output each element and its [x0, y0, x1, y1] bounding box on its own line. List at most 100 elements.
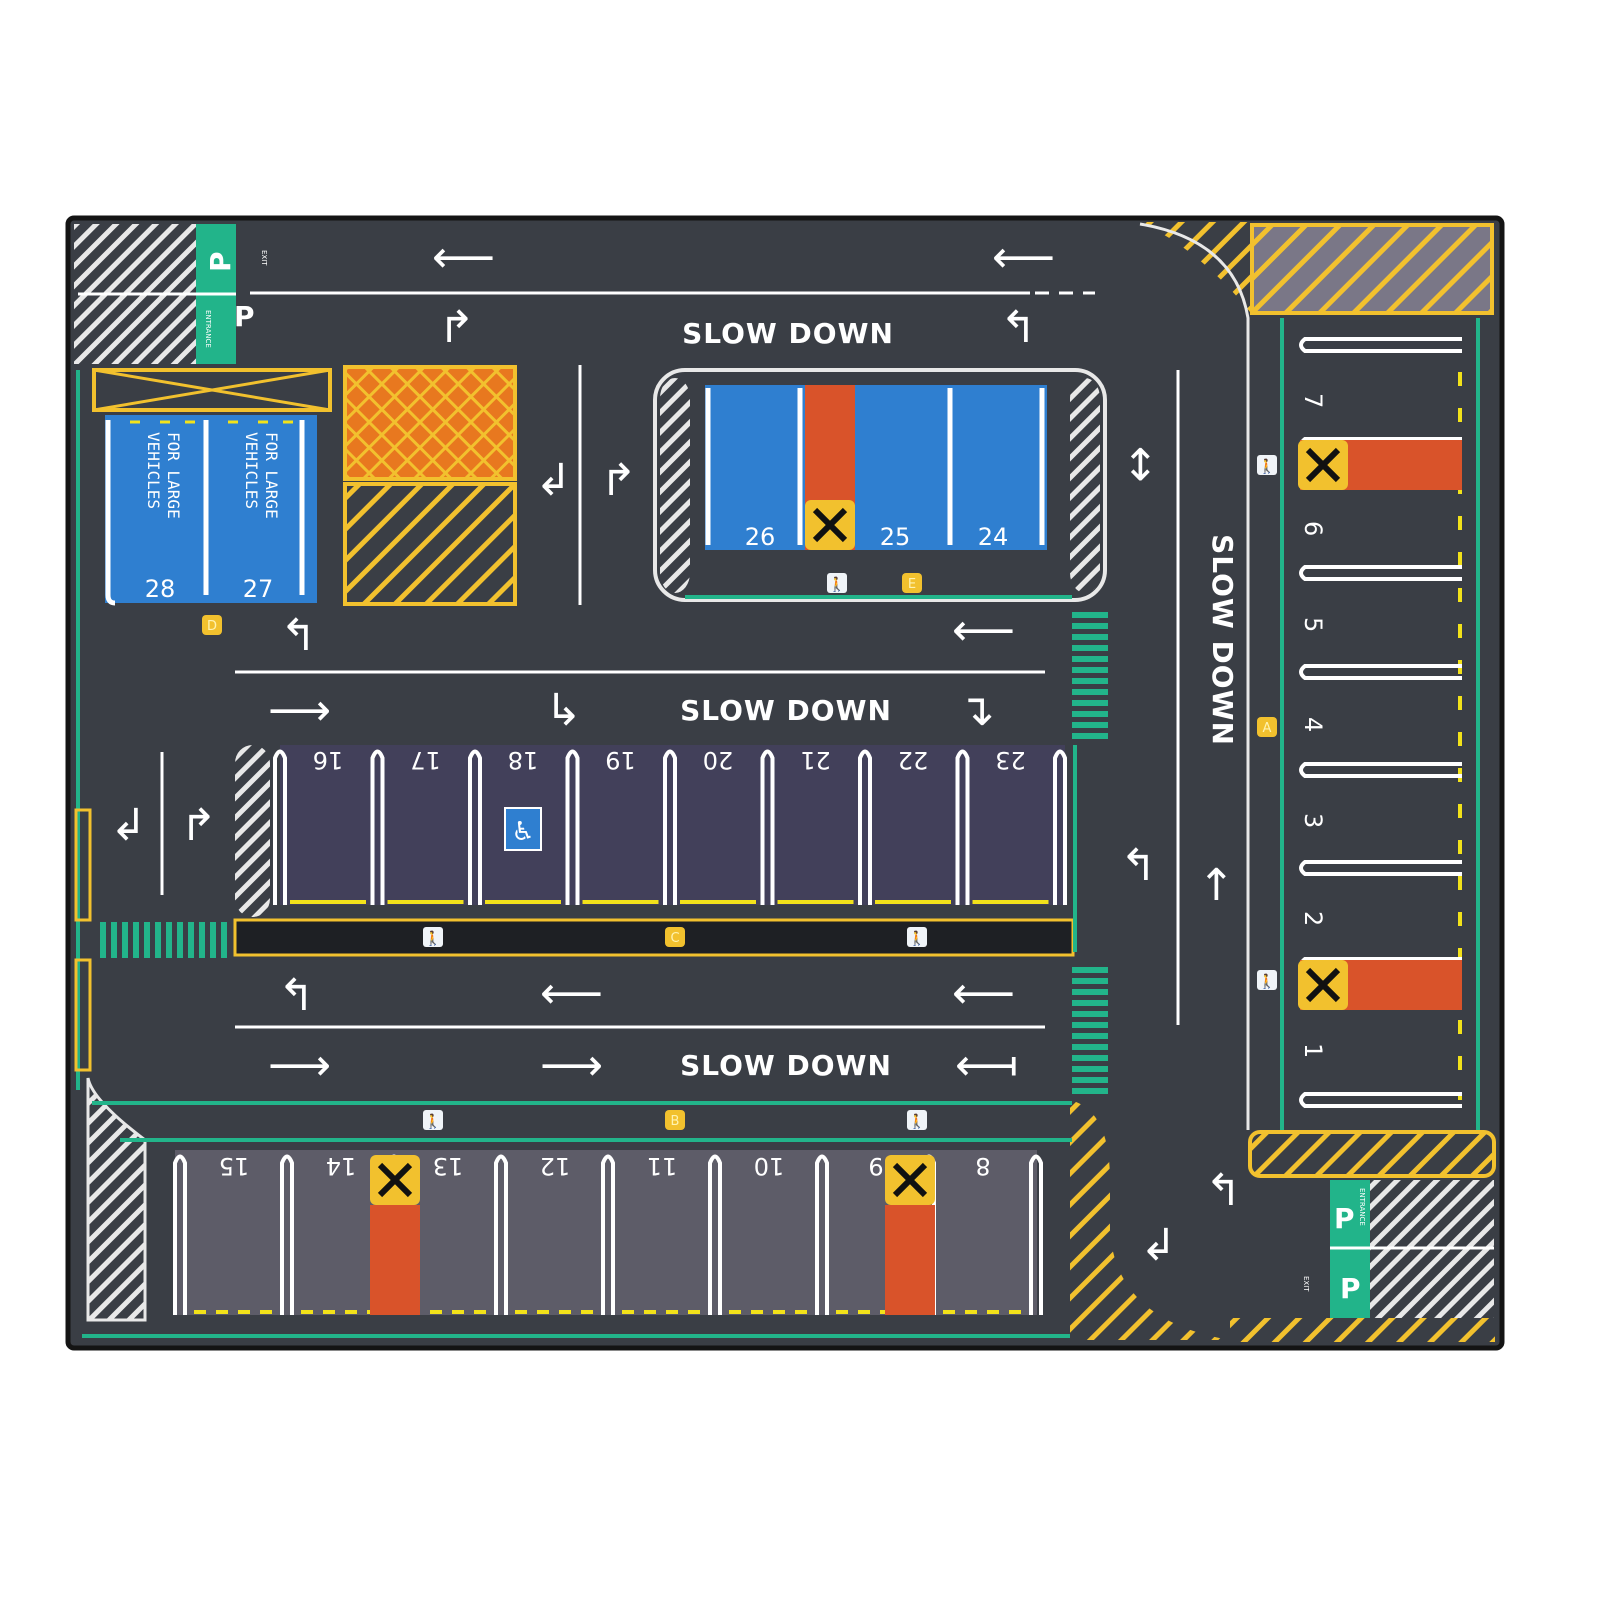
large-vehicle-label: FOR LARGE VEHICLES: [242, 432, 281, 528]
exit-label: EXIT: [260, 250, 268, 266]
large-vehicle-spots: [105, 415, 317, 603]
crosswalk-stripe: [1072, 1044, 1108, 1050]
arrow-left-icon: ⟵: [952, 605, 1015, 656]
crosswalk-stripe: [1072, 711, 1108, 717]
hatched-area-right: [1248, 1130, 1496, 1178]
pedestrian-icon: [423, 927, 443, 947]
crosswalk-stripe: [1072, 978, 1108, 984]
svg-text:🚶: 🚶: [424, 1113, 441, 1130]
zone-sign: [665, 1110, 685, 1130]
spot-number: 19: [605, 746, 636, 774]
crosswalk-stripe: [111, 922, 117, 958]
spot-number: 27: [243, 575, 274, 603]
spot-number: 6: [1299, 521, 1327, 536]
spot-divider: [858, 749, 872, 905]
zone-letter: D: [207, 619, 217, 634]
spot-divider: [815, 1154, 829, 1315]
spot-divider: [955, 749, 970, 905]
arrow-right-icon: ⟶: [268, 1040, 331, 1091]
spot-divider: [1299, 860, 1462, 876]
crosswalk-stripe: [188, 922, 194, 958]
u-turn-arrow-icon: ↰: [1000, 302, 1037, 353]
spot-number: 21: [800, 746, 831, 774]
crosswalk-stripe: [1072, 722, 1108, 728]
spot-divider: [708, 1154, 722, 1315]
crosswalk-stripe: [166, 922, 172, 958]
spot-number: 24: [978, 523, 1009, 551]
crosswalk-stripe: [122, 922, 128, 958]
turn-arrow-icon: ↱: [600, 455, 637, 506]
hatched-area-yellow: [343, 482, 517, 606]
crosswalk-stripe: [1072, 1011, 1108, 1017]
spot-number: 7: [1299, 393, 1327, 408]
crosswalk-stripe: [210, 922, 216, 958]
slow-down-top: SLOW DOWN: [682, 317, 894, 350]
crosswalk-stripe: [1072, 1000, 1108, 1006]
center-block-outline: [653, 368, 1107, 602]
center-block-spots: [705, 385, 1047, 550]
large-vehicle-label-line: VEHICLES: [242, 432, 261, 509]
middle-row-spots: [280, 745, 1065, 905]
crosswalk-stripe: [1072, 1055, 1108, 1061]
crosswalk-stripe: [1072, 989, 1108, 995]
zone-sign: [665, 927, 685, 947]
spot-divider: [494, 1154, 508, 1315]
zone-letter: E: [908, 577, 916, 592]
blocked-spot: [370, 1205, 420, 1315]
crosswalk-stripe: [1072, 689, 1108, 695]
crosswalk-stripe: [1072, 1022, 1108, 1028]
spot-divider: [1299, 565, 1462, 581]
crosswalk-stripe: [1072, 1033, 1108, 1039]
large-vehicle-label: FOR LARGE VEHICLES: [144, 432, 183, 528]
spot-divider: [1299, 1092, 1462, 1108]
pedestrian-icon: [907, 927, 927, 947]
zone-sign: [1257, 717, 1277, 737]
spot-divider: [1299, 762, 1462, 778]
spot-divider: [601, 1154, 615, 1315]
arrow-right-icon: ⟶: [268, 685, 331, 736]
svg-text:🚶: 🚶: [908, 930, 925, 947]
spot-number: 23: [995, 746, 1026, 774]
turn-arrow-icon: ↲: [110, 800, 147, 851]
turn-arrow-icon: ↱: [180, 800, 217, 851]
arrow-left-icon: ↰: [1205, 1165, 1242, 1216]
arrow-left-icon: ⟵: [432, 232, 495, 283]
spot-divider: [760, 749, 775, 905]
spot-number: 9: [868, 1152, 883, 1180]
spot-number: 1: [1299, 1043, 1327, 1058]
spot-number: 3: [1299, 813, 1327, 828]
crosshatch-area: [343, 365, 517, 481]
turn-arrow-icon: ↱: [438, 302, 475, 353]
spot-divider: [370, 749, 385, 905]
turn-arrow-icon: ↕: [1122, 440, 1159, 491]
spot-number: 2: [1299, 911, 1327, 926]
hatched-area-top-right: [1250, 223, 1494, 315]
arrow-right-icon: ⟶: [540, 1040, 603, 1091]
turn-arrow-icon: ↴: [958, 685, 995, 736]
zone-sign: [902, 573, 922, 593]
arrow-up-icon: ↑: [1198, 860, 1235, 911]
spot-number: 10: [754, 1152, 785, 1180]
crosswalk-stripe: [1072, 967, 1108, 973]
spot-number: 25: [880, 523, 911, 551]
spot-number: 20: [703, 746, 734, 774]
crosswalk-stripe: [1072, 645, 1108, 651]
walkway-middle: [233, 918, 1075, 957]
blocked-spot: [885, 1205, 935, 1315]
crosswalk-stripe: [1072, 733, 1108, 739]
slow-down-middle: SLOW DOWN: [680, 694, 892, 727]
turn-arrow-icon: ↰: [278, 970, 315, 1021]
spot-number: 22: [898, 746, 929, 774]
crosswalk-stripe: [1072, 656, 1108, 662]
arrow-left-icon: ⟵: [540, 968, 603, 1019]
large-vehicle-label-line: FOR LARGE: [262, 432, 281, 528]
turn-arrow-icon: ↰: [280, 610, 317, 661]
exit-label: EXIT: [1302, 1276, 1310, 1292]
spot-divider: [1029, 1154, 1043, 1315]
no-parking-box: [92, 368, 332, 412]
spot-number: 4: [1299, 717, 1327, 732]
svg-text:🚶: 🚶: [1258, 973, 1275, 990]
turn-arrow-icon: ↳: [545, 685, 582, 736]
crosswalk-stripe: [155, 922, 161, 958]
